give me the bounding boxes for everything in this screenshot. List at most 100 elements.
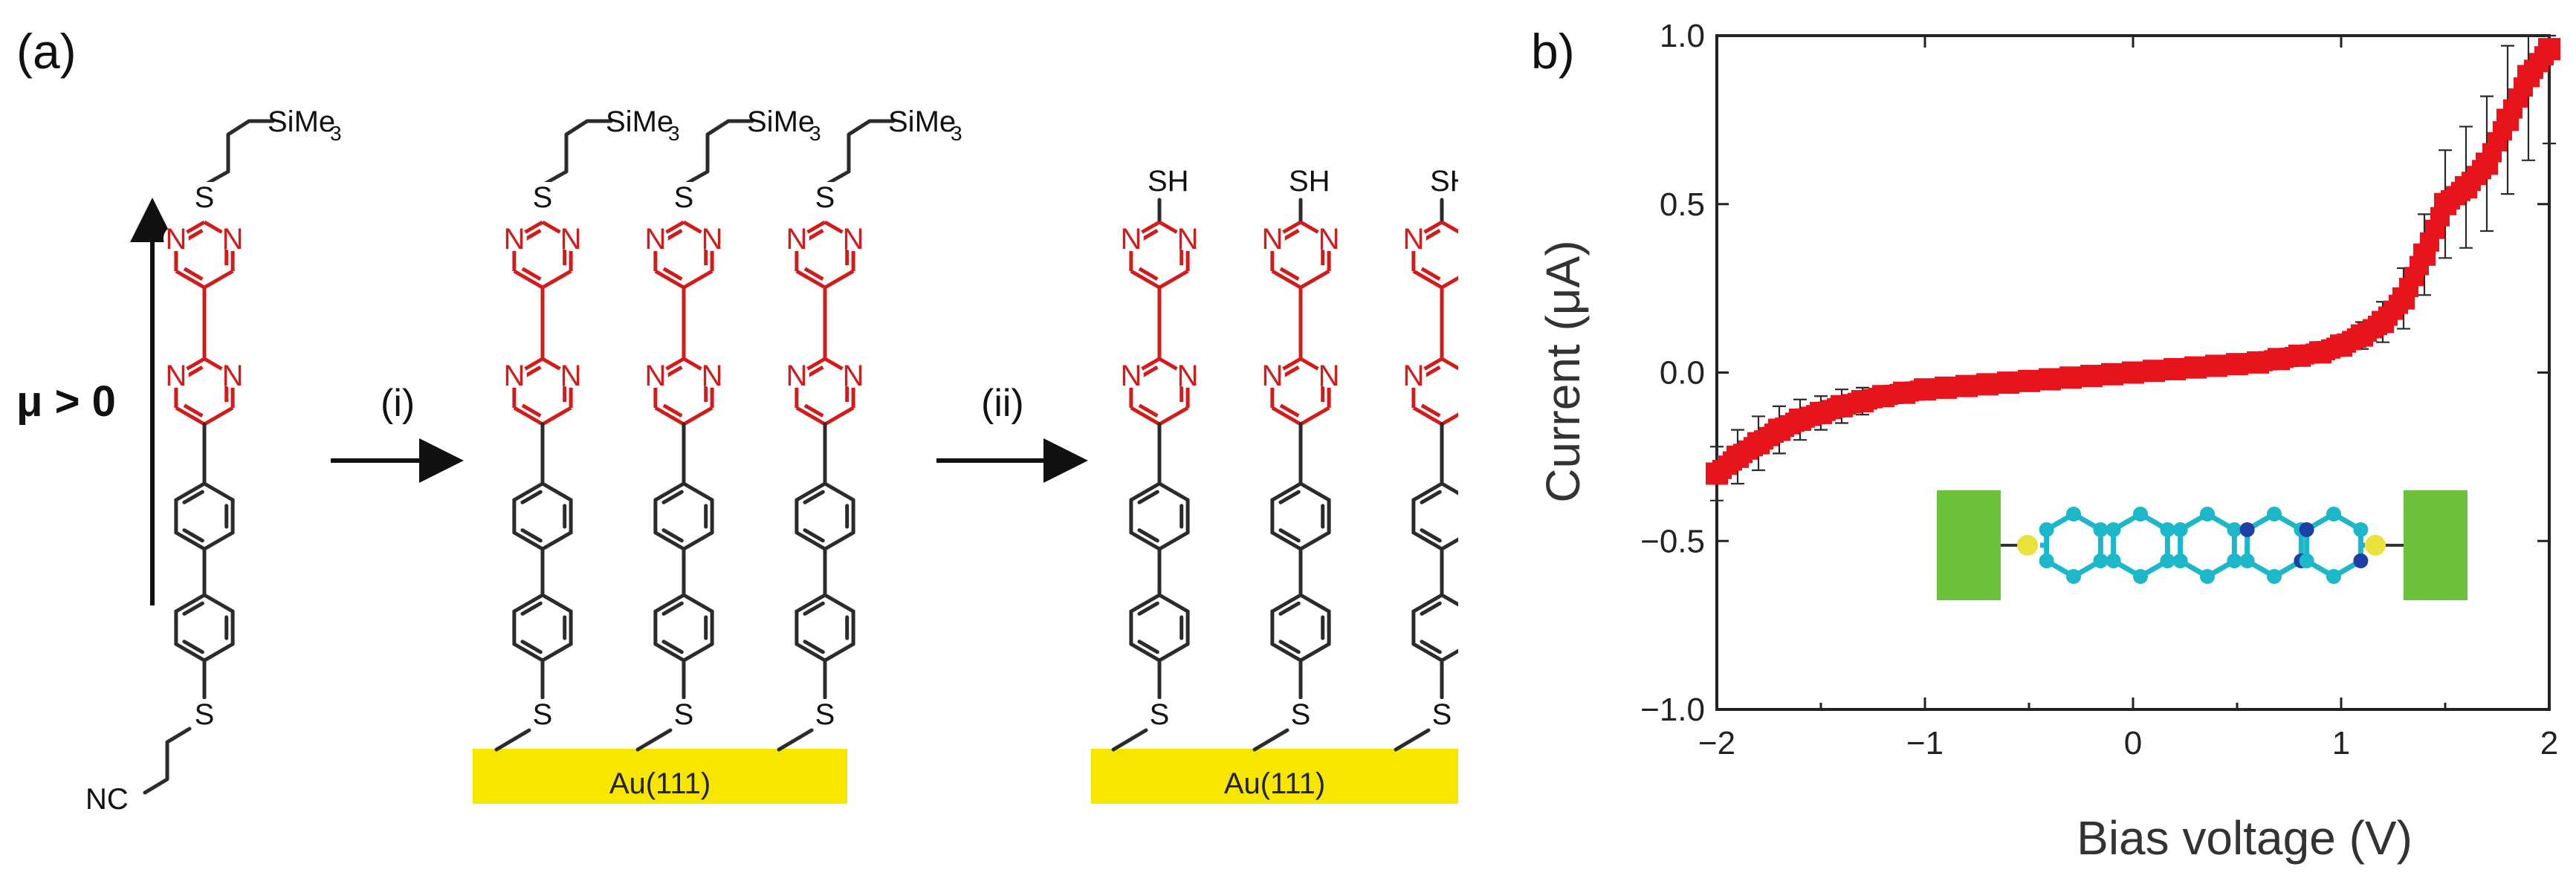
surface-bond	[1111, 728, 1148, 752]
ring-double-bond	[661, 490, 684, 504]
ring-bond	[512, 593, 545, 614]
atom-mask	[841, 226, 867, 251]
sulfur-atom	[2365, 535, 2386, 556]
ring-double-bond	[1278, 528, 1301, 543]
nitrogen-label: N	[1318, 223, 1340, 256]
nitrogen-label: N	[644, 360, 666, 392]
atom-mask	[220, 363, 246, 388]
atom-mask	[558, 226, 584, 251]
ring-bond	[1129, 481, 1162, 502]
tms-subscript: 3	[330, 122, 342, 145]
y-tick-label: −0.5	[1640, 523, 1705, 559]
ring-bond	[512, 530, 545, 551]
y-tick-label: 0.5	[1660, 186, 1705, 223]
label-mask	[1148, 699, 1171, 729]
ring-bond	[1129, 593, 1162, 614]
ring-double-bond	[520, 528, 543, 543]
carbon-atom	[2267, 507, 2282, 521]
carbon-atom	[2039, 553, 2054, 568]
tms-label: SiMe	[606, 105, 673, 138]
junction-inset	[1937, 490, 2467, 600]
ring-bond	[175, 406, 206, 426]
ring-double-bond	[803, 601, 825, 616]
panel-a-label: (a)	[16, 24, 77, 79]
ring-double-bond	[662, 267, 683, 281]
atom-mask	[1259, 226, 1285, 251]
ring-bond	[174, 481, 207, 502]
carbon-atom	[2353, 522, 2369, 537]
atom-mask	[1118, 226, 1144, 251]
ring-bond	[1412, 406, 1443, 426]
nitrogen-label: N	[1402, 223, 1424, 256]
nitrogen-label: N	[222, 223, 244, 256]
atom-mask	[1259, 363, 1285, 388]
tms-subscript: 3	[951, 122, 962, 145]
ring-bond	[682, 642, 714, 663]
carbon-atom	[2200, 569, 2215, 584]
sulfur-label: S	[533, 698, 553, 731]
nitrogen-label: N	[222, 360, 244, 392]
ring-bond	[1411, 481, 1444, 502]
nitrogen-label: N	[1318, 360, 1340, 392]
ring-bond	[541, 269, 572, 290]
atom-mask	[642, 226, 668, 251]
ring-double-bond	[661, 528, 684, 543]
nitrogen-label: N	[644, 223, 666, 256]
x-tick-label: 2	[2540, 725, 2558, 761]
tms-label: SiMe	[888, 105, 956, 138]
atom-mask	[783, 363, 809, 388]
x-tick-label: 1	[2332, 725, 2350, 761]
nitrogen-label: N	[1120, 360, 1142, 392]
carbon-atom	[2326, 569, 2341, 584]
tms-subscript: 3	[668, 122, 680, 145]
thiol-label: SH	[1148, 165, 1189, 198]
ring-bond	[541, 406, 572, 426]
ring-double-bond	[1137, 601, 1159, 616]
ring-bond	[1299, 269, 1330, 290]
atom-mask	[1175, 226, 1201, 251]
atom-mask	[699, 226, 725, 251]
carbon-atom	[2133, 569, 2148, 584]
ring-double-bond	[183, 267, 204, 281]
label-mask	[813, 182, 837, 212]
sulfur-label: S	[533, 181, 553, 214]
ring-double-bond	[661, 640, 684, 654]
ring-bond	[1271, 406, 1302, 426]
atom-mask	[501, 363, 527, 388]
inset-molecule	[2001, 507, 2404, 584]
carbon-atom	[2160, 553, 2175, 568]
x-tick-label: −1	[1906, 725, 1944, 761]
ring-bond	[513, 406, 544, 426]
ring-bond	[682, 530, 714, 551]
nitrogen-label: N	[560, 360, 582, 392]
surface-bond	[494, 728, 531, 752]
carbon-atom	[2106, 522, 2121, 537]
nitrogen-label: N	[843, 360, 864, 392]
ring-bond	[654, 269, 685, 290]
ring-bond	[682, 269, 713, 290]
nc-chain	[143, 727, 192, 795]
data-points	[1706, 38, 2560, 485]
nitrogen-label: N	[702, 223, 723, 256]
carbon-atom	[2093, 553, 2109, 568]
sulfur-label: S	[815, 698, 835, 731]
ring-bond	[795, 593, 827, 614]
ring-double-bond	[662, 403, 683, 417]
label-mask	[192, 699, 216, 729]
y-tick-label: 1.0	[1660, 18, 1705, 54]
label-mask	[531, 182, 554, 212]
ring-bond	[540, 530, 573, 551]
atom-mask	[1316, 226, 1342, 251]
ring-double-bond	[521, 267, 542, 281]
ring-bond	[653, 642, 686, 663]
data-point-fill	[2514, 77, 2533, 97]
atom-mask	[1400, 226, 1426, 251]
ring-bond	[175, 269, 206, 290]
ring-double-bond	[1137, 490, 1159, 504]
ring-double-bond	[803, 403, 824, 417]
